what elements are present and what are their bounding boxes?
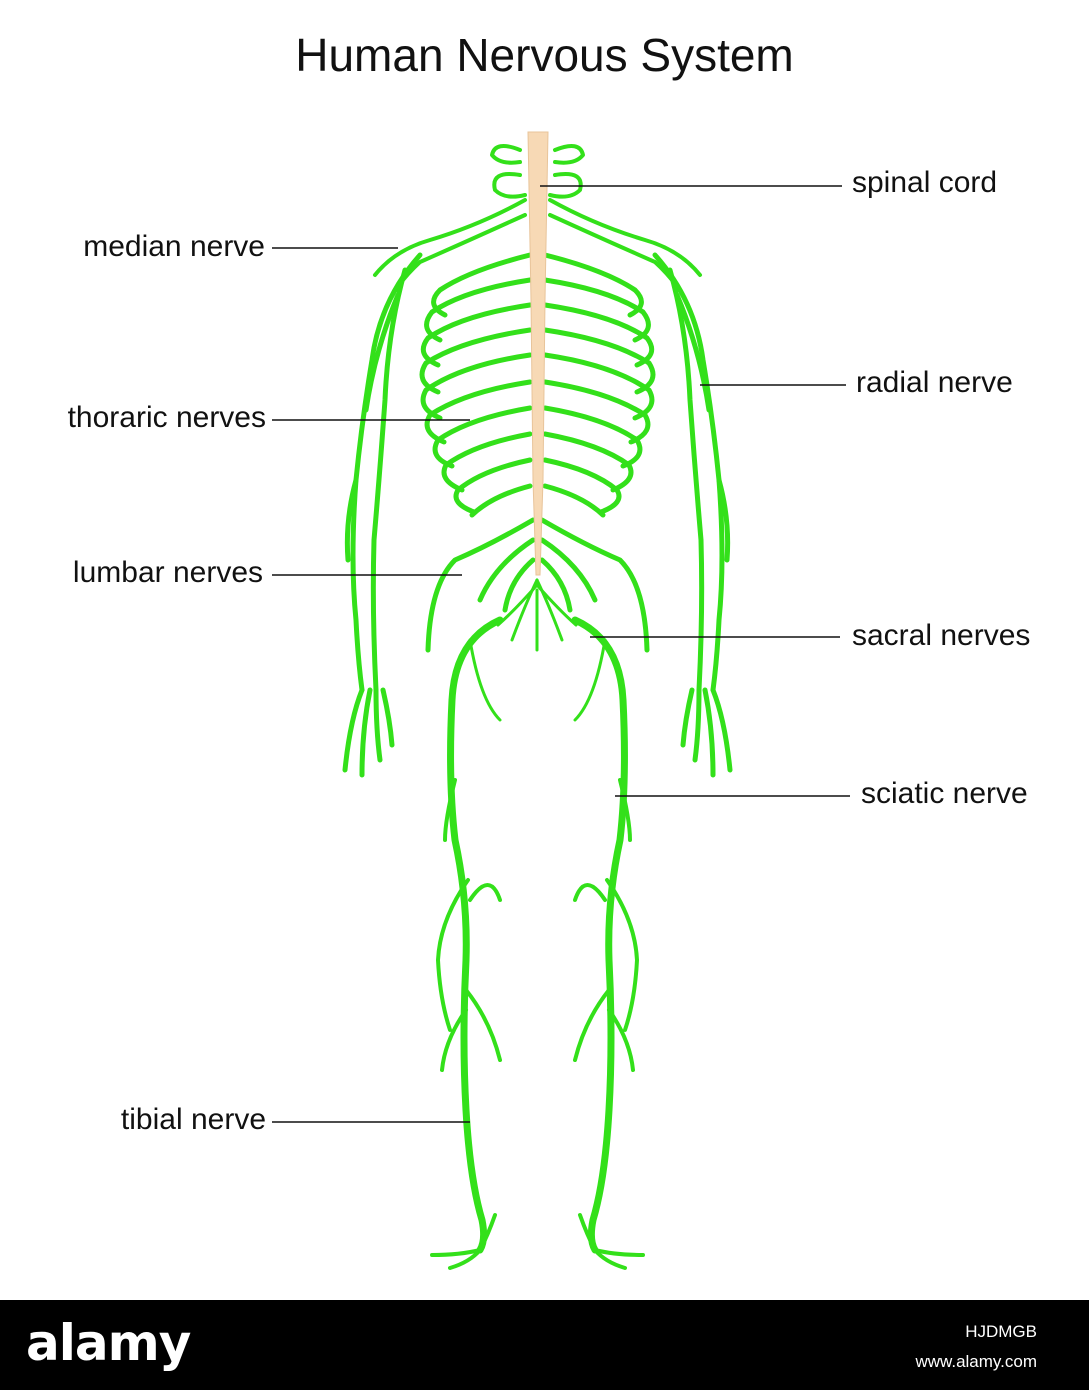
right-arm-nerves <box>652 252 733 778</box>
watermark-footer: alamy HJDMGB www.alamy.com <box>0 1300 1089 1390</box>
label-median-nerve: median nerve <box>83 230 265 263</box>
site-url: www.alamy.com <box>915 1352 1037 1371</box>
label-radial-nerve: radial nerve <box>856 366 1013 399</box>
thoracic-nerves-right <box>542 252 656 518</box>
label-spinal-cord: spinal cord <box>852 166 998 199</box>
nerve-network <box>342 144 733 1270</box>
left-arm-nerves <box>342 252 423 778</box>
image-code: HJDMGB <box>965 1322 1037 1341</box>
label-lumbar-nerves: lumbar nerves <box>72 556 263 589</box>
label-tibial-nerve: tibial nerve <box>120 1103 266 1136</box>
leader-lines <box>272 185 850 1123</box>
cervical-plexus <box>373 144 702 312</box>
label-thoraric-nerves: thoraric nerves <box>67 401 266 434</box>
thoracic-nerves-left <box>419 252 533 518</box>
spinal-cord <box>527 131 549 576</box>
left-leg-branches <box>430 778 502 1270</box>
diagram-title: Human Nervous System <box>295 29 794 81</box>
label-sacral-nerves: sacral nerves <box>852 619 1031 652</box>
lumbar-nerves <box>425 517 650 653</box>
right-leg-nerves <box>571 616 628 1254</box>
nervous-system-illustration <box>272 131 850 1270</box>
right-leg-branches <box>573 778 645 1270</box>
sacral-nerves <box>468 578 607 722</box>
label-sciatic-nerve: sciatic nerve <box>861 777 1028 810</box>
left-leg-nerves <box>447 616 504 1254</box>
brand-logo: alamy <box>26 1314 191 1372</box>
